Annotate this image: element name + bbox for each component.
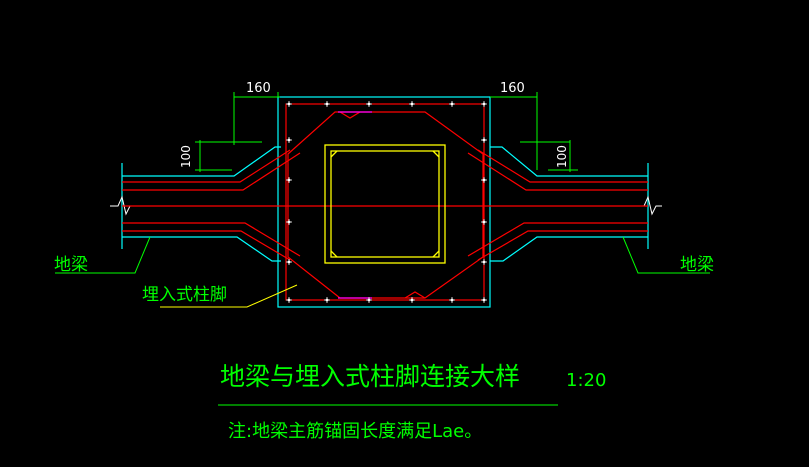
- steel-column: [324, 144, 446, 264]
- dim-top-left: 160: [246, 81, 271, 96]
- dim-top-right: 160: [500, 81, 525, 96]
- dim-left-height: 100: [179, 145, 193, 168]
- rebar-point: [481, 177, 487, 183]
- rebar-point: [324, 101, 330, 107]
- beam-rebars: [122, 103, 648, 301]
- rebar-point: [324, 297, 330, 303]
- rebar-point: [286, 219, 292, 225]
- dim-right-height: 100: [555, 145, 569, 168]
- drawing-title: 地梁与埋入式柱脚连接大样: [220, 362, 520, 391]
- concrete-outline: [121, 96, 649, 308]
- rebar-point: [366, 101, 372, 107]
- label-beam-left: 地梁: [54, 255, 88, 275]
- rebar-point: [481, 259, 487, 265]
- rebar-point: [286, 297, 292, 303]
- rebar-point: [286, 177, 292, 183]
- rebar-point: [409, 101, 415, 107]
- rebar-point: [481, 137, 487, 143]
- rebar-point: [286, 101, 292, 107]
- label-column-base: 埋入式柱脚: [142, 285, 227, 305]
- rebar-point: [286, 137, 292, 143]
- rebar-point: [366, 297, 372, 303]
- stirrup-accents: [338, 111, 372, 299]
- drawing-scale: 1:20: [566, 370, 606, 391]
- rebar-point: [449, 297, 455, 303]
- column-base-leader: [160, 284, 298, 308]
- rebar-point: [481, 219, 487, 225]
- rebar-point: [409, 297, 415, 303]
- label-beam-right: 地梁: [680, 255, 714, 275]
- rebar-points: [286, 101, 487, 303]
- rebar-point: [481, 101, 487, 107]
- rebar-point: [481, 297, 487, 303]
- dimensions: [55, 92, 710, 406]
- rebar-point: [449, 101, 455, 107]
- rebar-point: [286, 259, 292, 265]
- drawing-note: 注:地梁主筋锚固长度满足Lae。: [228, 421, 482, 442]
